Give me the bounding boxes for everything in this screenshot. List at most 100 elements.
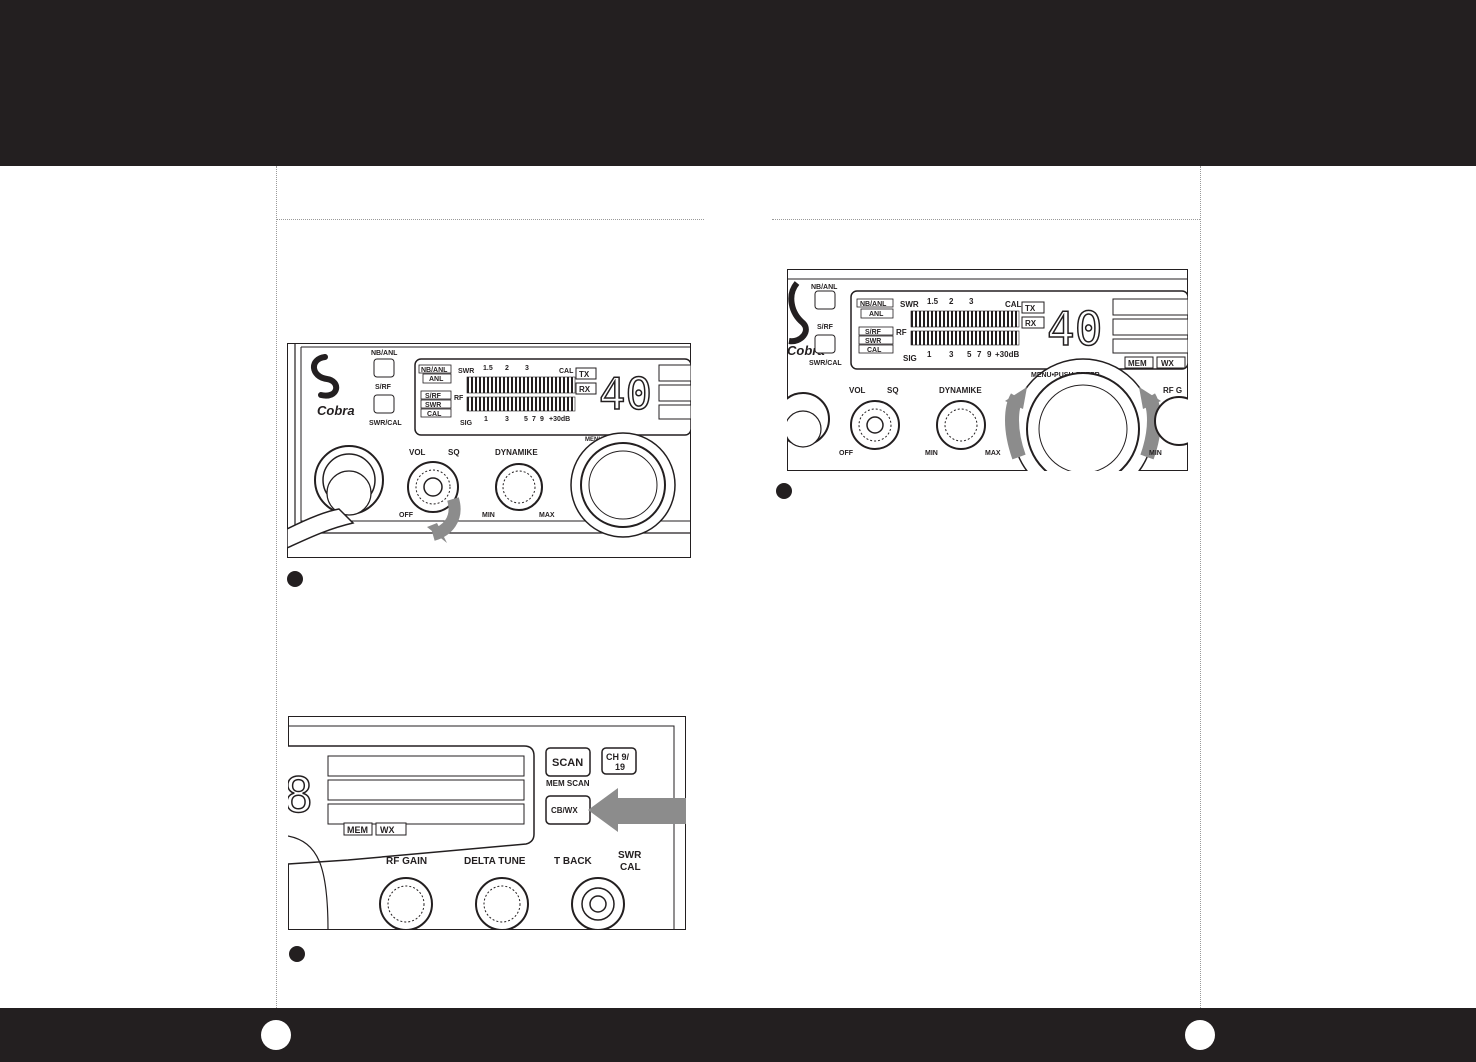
tx-indicator: TX [579, 370, 590, 379]
svg-text:CAL: CAL [559, 368, 574, 375]
svg-text:CAL: CAL [620, 862, 641, 873]
svg-text:SWR: SWR [425, 402, 441, 409]
svg-text:OFF: OFF [399, 512, 414, 519]
svg-text:DELTA TUNE: DELTA TUNE [464, 856, 526, 867]
scan-button[interactable] [545, 747, 591, 777]
svg-text:7: 7 [977, 350, 982, 359]
svg-text:ANL: ANL [869, 311, 884, 318]
svg-text:SCAN: SCAN [552, 757, 583, 769]
svg-text:MAX: MAX [985, 450, 1001, 457]
svg-text:3: 3 [505, 416, 509, 423]
svg-text:MIN: MIN [482, 512, 495, 519]
svg-text:SWR: SWR [865, 338, 881, 345]
svg-text:T BACK: T BACK [554, 856, 593, 867]
channel-knob[interactable] [1026, 372, 1140, 471]
svg-text:19: 19 [615, 762, 625, 772]
svg-text:CAL: CAL [1005, 300, 1022, 309]
step-marker [289, 946, 305, 962]
svg-text:TX: TX [1025, 304, 1036, 313]
delta-tune-knob[interactable] [475, 877, 529, 930]
figure-volume-knob: Cobra NB/ANL S/RF SWR/CAL NB/ANL ANL S/R… [287, 343, 691, 558]
brand-logo: Cobra [317, 403, 355, 418]
svg-text:SQ: SQ [887, 386, 899, 395]
ch9-19-button[interactable] [601, 747, 637, 775]
step-marker [287, 571, 303, 587]
svg-text:CB/WX: CB/WX [551, 806, 578, 815]
svg-text:5: 5 [967, 350, 972, 359]
svg-text:SQ: SQ [448, 448, 460, 457]
wx-indicator: WX [380, 825, 395, 835]
svg-text:S/RF: S/RF [425, 393, 442, 400]
left-column-rule [276, 219, 704, 220]
svg-text:NB/ANL: NB/ANL [421, 367, 448, 374]
svg-text:DYNAMIKE: DYNAMIKE [939, 386, 982, 395]
svg-text:3: 3 [949, 350, 954, 359]
svg-text:SWR: SWR [458, 368, 474, 375]
volume-squelch-knob[interactable] [850, 400, 900, 450]
svg-text:SIG: SIG [460, 420, 473, 427]
footer-band [0, 1008, 1476, 1062]
page-number-marker-right [1185, 1020, 1215, 1050]
nb-anl-label: NB/ANL [371, 350, 398, 357]
dynamike-knob[interactable] [936, 400, 986, 450]
swr-cal-label: SWR/CAL [369, 420, 402, 427]
svg-text:S/RF: S/RF [817, 324, 834, 331]
svg-text:RF: RF [454, 395, 464, 402]
svg-text:RF GAIN: RF GAIN [386, 856, 427, 867]
rf-gain-knob[interactable] [379, 877, 433, 930]
svg-text:CH 9/: CH 9/ [606, 752, 630, 762]
signal-meter-lower [466, 396, 576, 412]
display-panel [850, 290, 1188, 370]
s-rf-label: S/RF [375, 384, 392, 391]
svg-text:ANL: ANL [429, 376, 444, 383]
svg-text:1.5: 1.5 [483, 365, 493, 372]
tback-swr-cal-knob[interactable] [571, 877, 625, 930]
figure-channel-knob: Cobra NB/ANL S/RF SWR/CAL NB/ANL ANL S/R… [787, 269, 1188, 471]
s-rf-button[interactable] [373, 394, 395, 414]
page-number-marker-left [261, 1020, 291, 1050]
svg-text:3: 3 [969, 297, 974, 306]
svg-text:SWR: SWR [900, 300, 919, 309]
svg-text:1.5: 1.5 [927, 297, 939, 306]
svg-text:MEM SCAN: MEM SCAN [546, 779, 590, 788]
volume-squelch-knob[interactable] [407, 461, 459, 513]
svg-text:+30dB: +30dB [549, 416, 570, 423]
figure-cbwx-button: 8 MEM WX SCAN MEM SCAN CH 9/ 19 CB/WX RF… [288, 716, 686, 930]
svg-text:8: 8 [288, 768, 313, 824]
svg-text:RF G: RF G [1163, 386, 1182, 395]
rx-indicator: RX [579, 385, 591, 394]
svg-text:VOL: VOL [849, 386, 866, 395]
right-column-rule [772, 219, 1200, 220]
mem-indicator: MEM [347, 825, 368, 835]
svg-text:RX: RX [1025, 319, 1037, 328]
svg-text:9: 9 [540, 416, 544, 423]
svg-text:9: 9 [987, 350, 992, 359]
svg-text:7: 7 [532, 416, 536, 423]
channel-display: 40 [599, 369, 652, 420]
svg-text:DYNAMIKE: DYNAMIKE [495, 448, 538, 457]
svg-text:CAL: CAL [427, 411, 442, 418]
svg-text:NB/ANL: NB/ANL [811, 284, 838, 291]
svg-text:2: 2 [949, 297, 954, 306]
left-margin-rule [276, 166, 277, 1008]
svg-text:MIN: MIN [1149, 450, 1162, 457]
signal-meter-upper [466, 376, 576, 394]
svg-text:MAX: MAX [539, 512, 555, 519]
svg-text:1: 1 [927, 350, 932, 359]
step-marker [776, 483, 792, 499]
svg-text:OFF: OFF [839, 450, 854, 457]
nb-anl-button[interactable] [814, 290, 836, 310]
right-margin-rule [1200, 166, 1201, 1008]
svg-text:WX: WX [1161, 359, 1175, 368]
svg-text:SWR/CAL: SWR/CAL [809, 360, 842, 367]
svg-text:+30dB: +30dB [995, 350, 1019, 359]
svg-text:S/RF: S/RF [865, 329, 882, 336]
svg-text:5: 5 [524, 416, 528, 423]
svg-text:3: 3 [525, 365, 529, 372]
nb-anl-button[interactable] [373, 358, 395, 378]
header-band [0, 0, 1476, 166]
svg-text:NB/ANL: NB/ANL [860, 301, 887, 308]
svg-text:RF: RF [896, 328, 907, 337]
s-rf-button[interactable] [814, 334, 836, 354]
svg-text:SWR: SWR [618, 850, 642, 861]
